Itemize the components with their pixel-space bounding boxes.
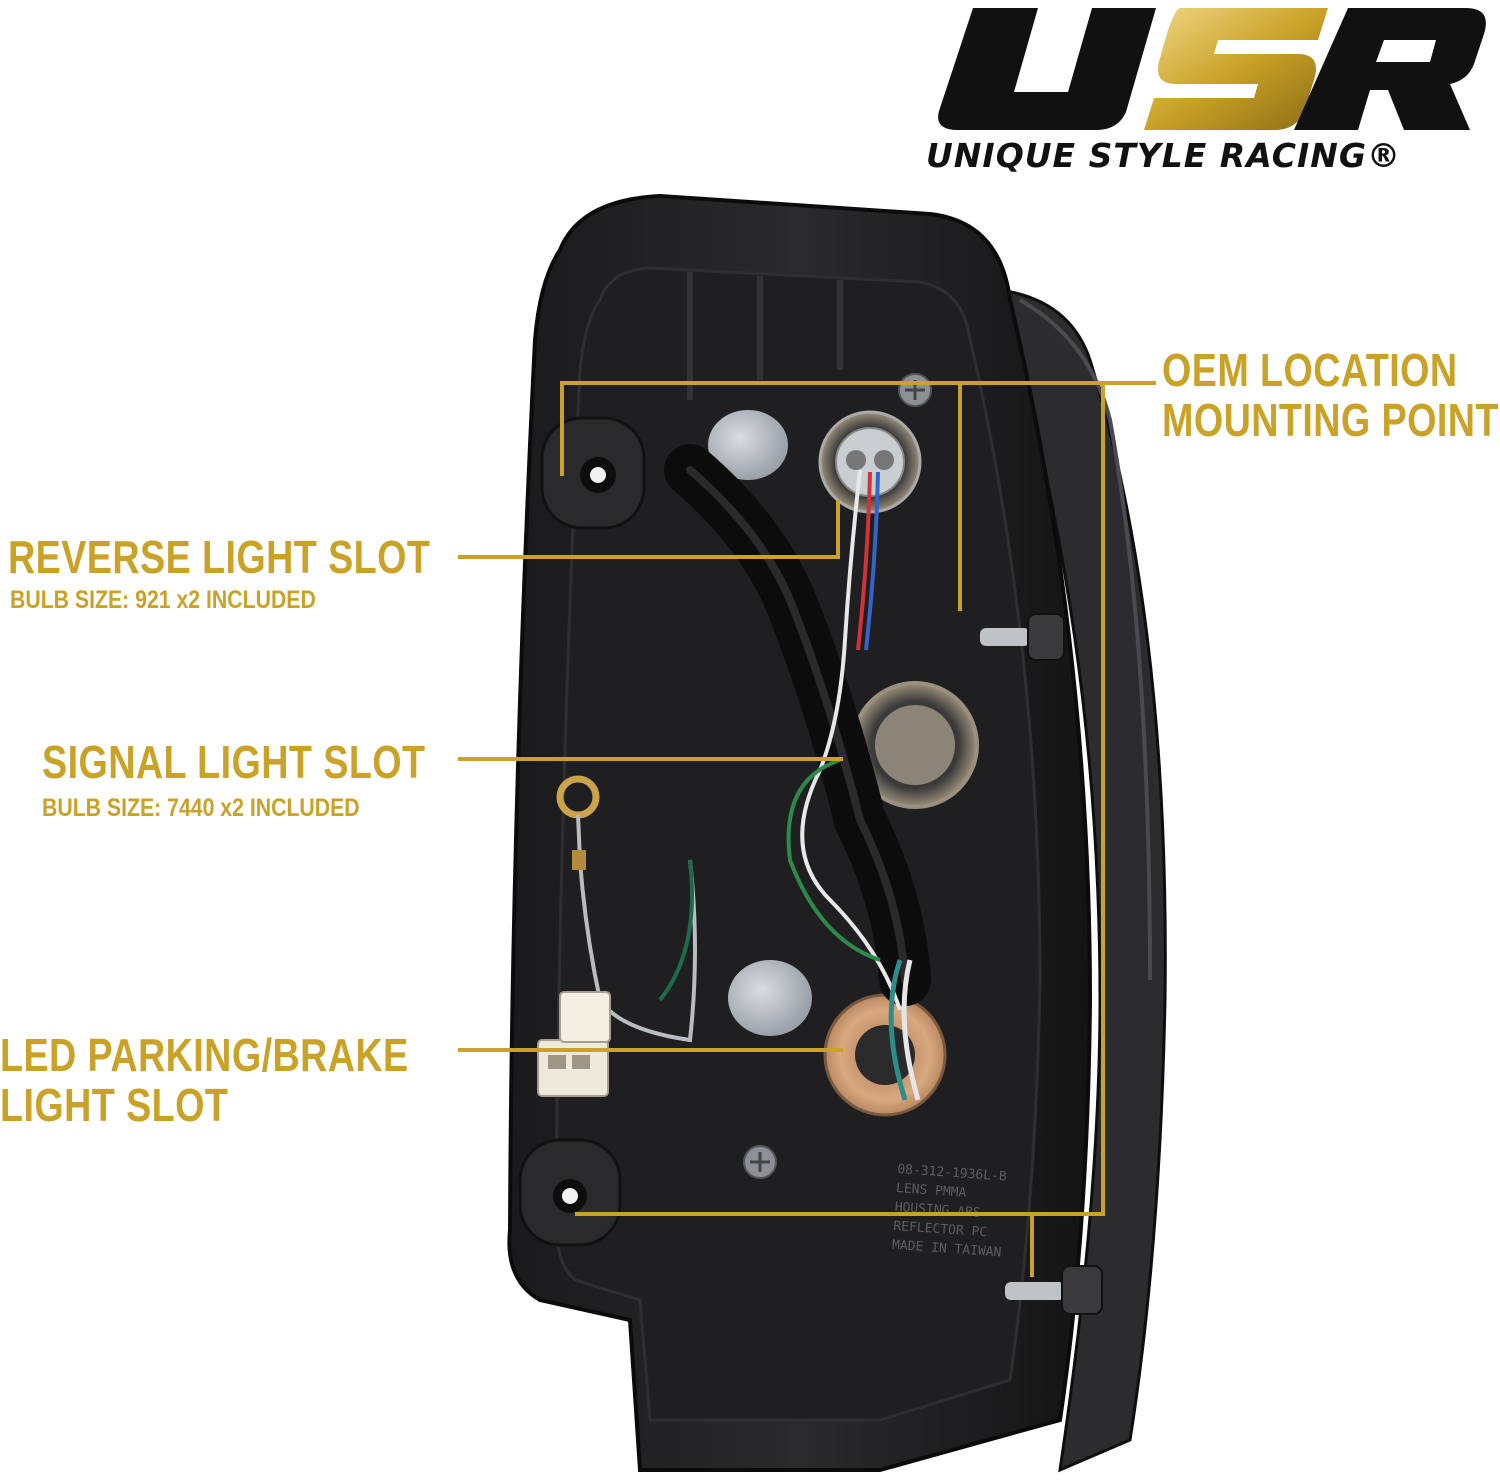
oem-frame-left-top [560, 381, 564, 476]
reverse-leader-up [836, 500, 840, 559]
signal-leader [458, 757, 843, 761]
callout-parking-line2: LIGHT SLOT [0, 1079, 229, 1131]
callout-oem-location: OEM LOCATION MOUNTING POINTS [1162, 345, 1500, 445]
parking-leader [458, 1048, 843, 1052]
oem-frame-top [560, 381, 1105, 385]
reverse-leader [458, 555, 838, 559]
usr-logo-mark [938, 8, 1486, 130]
callout-oem-line1: OEM LOCATION [1162, 344, 1458, 396]
rubber-cap-bottom [728, 960, 812, 1036]
oem-frame-lower-stub [1030, 1212, 1034, 1277]
mounting-stud-upper [980, 628, 1030, 646]
rubber-cap-top [708, 410, 788, 480]
callout-parking: LED PARKING/BRAKE LIGHT SLOT [0, 1030, 409, 1130]
callout-signal-subtitle: BULB SIZE: 7440 x2 INCLUDED [42, 794, 360, 822]
oem-frame-right [1101, 381, 1105, 1216]
callout-reverse-subtitle: BULB SIZE: 921 x2 INCLUDED [10, 586, 316, 614]
mounting-stud-lower [1005, 1282, 1065, 1300]
oem-frame-inner [958, 381, 962, 611]
brand-logo: UNIQUE STYLE RACING® [918, 0, 1488, 190]
callout-signal-title: SIGNAL LIGHT SLOT [42, 736, 426, 788]
callout-reverse-title: REVERSE LIGHT SLOT [8, 531, 431, 583]
oem-frame-bottom [575, 1212, 1105, 1216]
callout-oem-line2: MOUNTING POINTS [1162, 394, 1500, 446]
brand-name: UNIQUE STYLE RACING® [926, 136, 1401, 175]
oem-leader [1101, 381, 1156, 385]
lens-ridge [1019, 298, 1152, 981]
callout-parking-line1: LED PARKING/BRAKE [0, 1029, 409, 1081]
